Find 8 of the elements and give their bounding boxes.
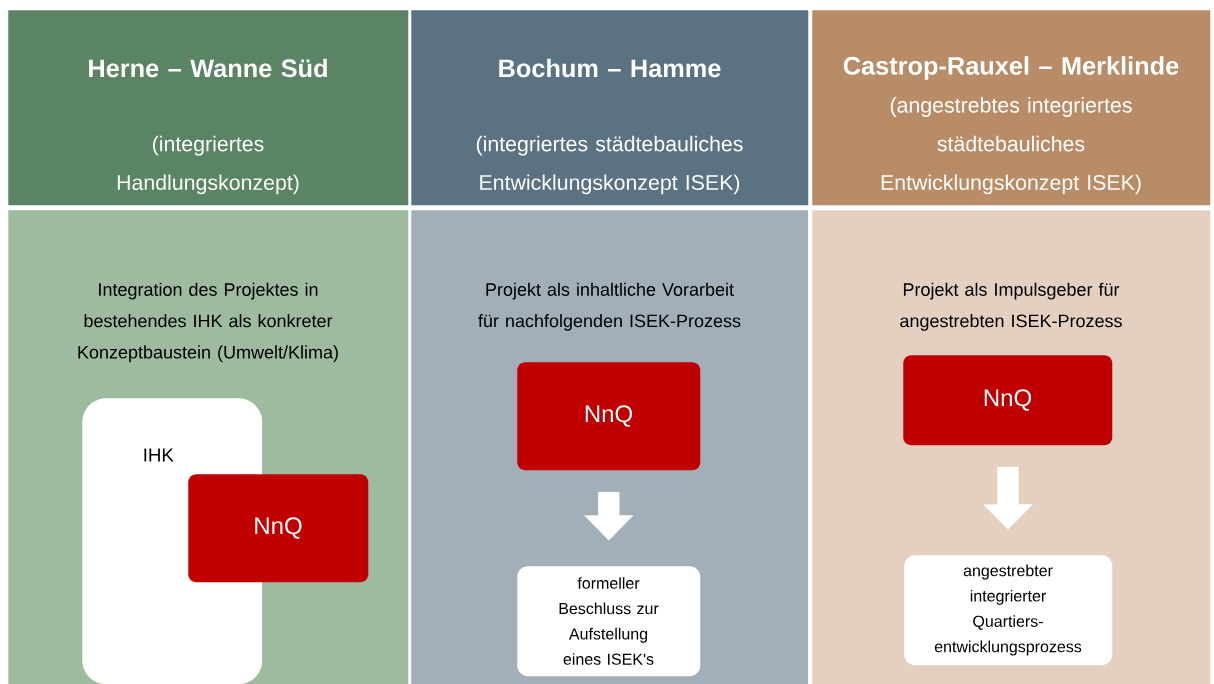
result-box: formeller Beschluss zur Aufstellung eines ISEK's: [517, 566, 701, 677]
header-box: Herne – Wanne Süd (integriertes Handlungskonzept): [8, 10, 409, 206]
header-box: Bochum – Hamme (integriertes städtebauliches Entwicklungskonzept ISEK): [411, 10, 809, 206]
project-box: NnQ: [903, 355, 1113, 446]
header-box: Castrop-Rauxel – Merklinde (angestrebtes integriertes städtebauliches Entwicklungskonzept ISEK): [812, 10, 1211, 206]
result-box: angestrebter integrierter Quartiers-entwicklungsprozess: [904, 555, 1113, 666]
project-box: NnQ: [517, 362, 701, 471]
project-box: NnQ: [188, 474, 369, 583]
